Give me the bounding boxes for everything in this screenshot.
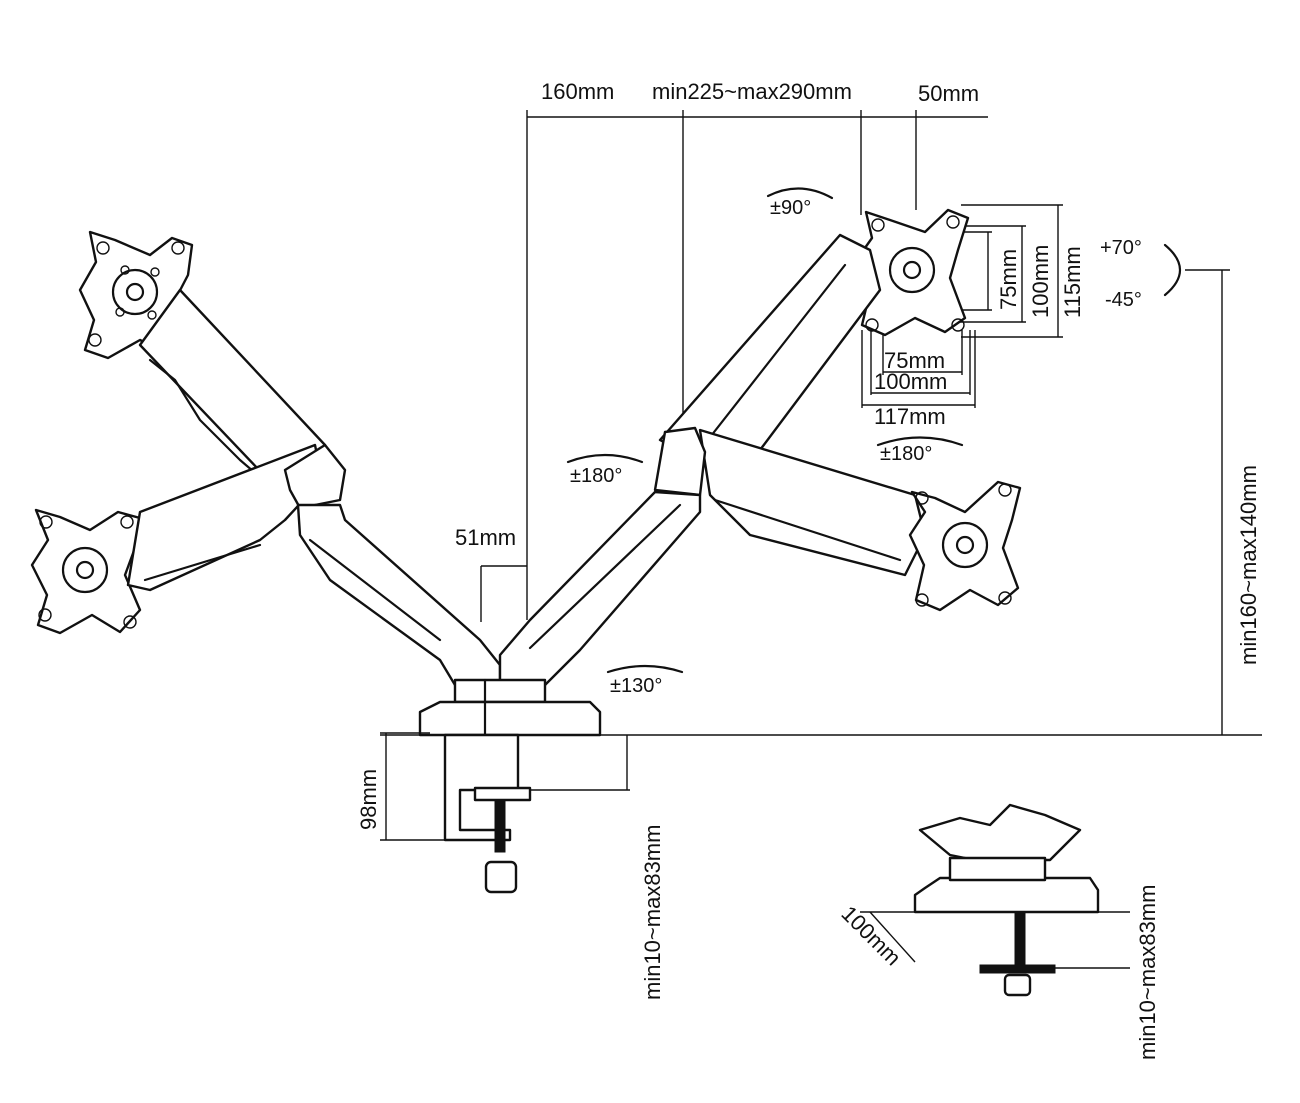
rotation-arcs [566,187,1181,674]
label-height-range: min160~max140mm [1236,465,1261,665]
top-dimension-lines [526,110,988,620]
label-tilt-up: +70° [1100,237,1142,259]
main-clamp [380,732,630,894]
right-main-arm [498,490,702,687]
vesa-plate-lower-right [908,480,1022,612]
vesa-dimension-lines [861,204,1063,408]
label-swivel-base: ±130° [610,675,662,697]
label-tilt-down: -45° [1105,289,1142,311]
label-swivel-head: ±180° [880,443,932,465]
pole-offset-bracket [480,565,527,622]
label-offset: 50mm [918,81,979,106]
left-elbow-joint [283,443,347,510]
vesa-plate-lower-left [30,508,142,635]
label-swivel-elbow: ±180° [570,465,622,487]
label-arm-length: min225~max290mm [652,79,852,104]
label-pole-offset: 51mm [455,525,516,550]
label-vesa-h-100: 100mm [1028,245,1053,318]
label-head-rotate: ±90° [770,197,811,219]
label-vesa-h-75: 75mm [996,249,1021,310]
label-reach: 160mm [541,79,614,104]
label-vesa-w-75: 75mm [884,348,945,373]
main-base [418,678,602,737]
label-desk-thickness-2: min10~max83mm [1135,885,1160,1060]
label-vesa-w-117: 117mm [874,404,946,429]
label-vesa-w-100: 100mm [874,369,947,394]
label-clamp-depth: 98mm [356,769,381,830]
label-vesa-h-115: 115mm [1060,246,1085,318]
base-detail-view [860,803,1130,997]
label-desk-thickness: min10~max83mm [640,825,665,1000]
label-base-depth: 100mm [836,901,906,971]
